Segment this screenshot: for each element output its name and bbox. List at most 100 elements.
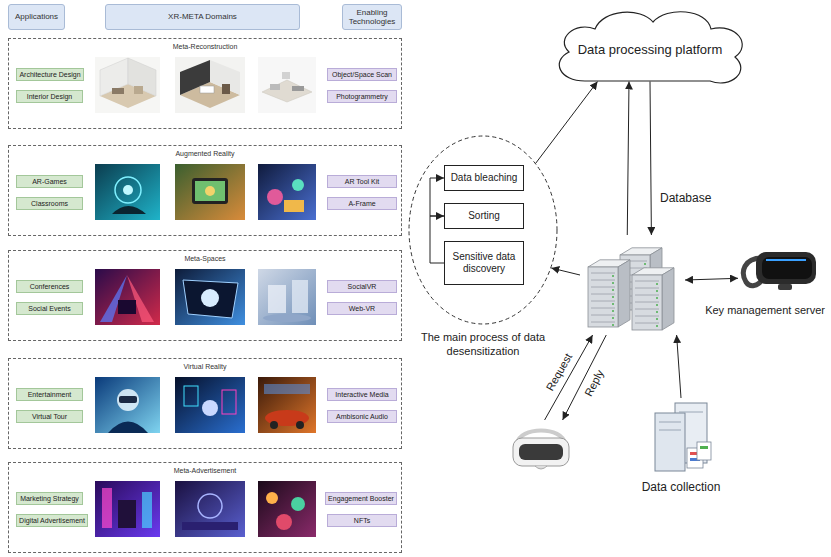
connector-arrow	[627, 82, 629, 236]
domain-panel: Meta-AdvertisementMarketing StrategyDigi…	[8, 462, 402, 553]
server-stack	[580, 235, 685, 335]
domain-panel: Meta-SpacesConferencesSocial Events Socia…	[8, 250, 402, 341]
vr-photo	[175, 377, 245, 433]
connector-arrow	[677, 335, 681, 398]
node-label: Meta-Reconstruction	[173, 43, 238, 50]
connector-arrow	[551, 268, 580, 275]
application-tag: Architecture Design	[16, 68, 84, 81]
vr-photo	[258, 377, 316, 433]
node-label: Entertainment	[28, 389, 72, 400]
ar-photo	[95, 164, 160, 220]
node-label: Applications	[15, 12, 58, 21]
node-label: Marketing Strategy	[20, 493, 79, 504]
application-tag: Marketing Strategy	[16, 492, 83, 505]
application-tag: Classrooms	[16, 197, 83, 210]
technology-tag: Web-VR	[327, 302, 397, 315]
application-tag: AR-Games	[16, 175, 83, 188]
technology-tag: A-Frame	[327, 197, 397, 210]
vr-headset-drawing	[738, 238, 823, 300]
application-tag: Interior Design	[16, 90, 83, 103]
domain-panel: Virtual RealityEntertainmentVirtual Tour…	[8, 358, 402, 449]
connector-arrow	[650, 82, 651, 236]
node-label: AR-Games	[32, 176, 67, 187]
node-label: Architecture Design	[19, 69, 80, 80]
column-header: Enabling Technologies	[342, 4, 402, 30]
vr-headset	[505, 420, 577, 482]
technology-tag: Photogrammetry	[327, 90, 397, 103]
data-collection-icon: Data collection	[645, 398, 717, 476]
node-label: AR Tool Kit	[345, 176, 380, 187]
technology-tag: Ambisonic Audio	[327, 410, 397, 423]
ar-photo	[258, 164, 316, 220]
node-label: Augmented Reality	[175, 150, 234, 157]
node-label: SocialVR	[348, 281, 377, 292]
node-label: Virtual Reality	[183, 363, 226, 370]
node-label: Classrooms	[31, 198, 68, 209]
connector-arrow	[430, 178, 444, 216]
node-label: A-Frame	[348, 198, 375, 209]
technology-tag: AR Tool Kit	[327, 175, 397, 188]
node-label: Social Events	[28, 303, 70, 314]
node-label: Sorting	[468, 210, 500, 222]
room-render	[95, 57, 160, 113]
data-collection-drawing	[645, 398, 717, 476]
ad-photo	[175, 481, 245, 537]
process-ellipse: The main process of data desensitization…	[408, 135, 558, 325]
edge-label: Reply	[581, 365, 606, 399]
technology-tag: SocialVR	[327, 280, 397, 293]
node-label: Meta-Advertisement	[174, 467, 237, 474]
room-render	[258, 57, 316, 113]
node-label: Photogrammetry	[336, 91, 388, 102]
technology-tag: NFTs	[327, 514, 397, 527]
node-label: Virtual Tour	[32, 411, 67, 422]
process-box: Data bleaching	[444, 165, 524, 191]
column-header: Applications	[8, 4, 65, 30]
node-label: Object/Space Scan	[332, 69, 392, 80]
node-label: The main process of data desensitization	[418, 331, 548, 359]
technology-tag: Object/Space Scan	[327, 68, 397, 81]
node-label: Meta-Spaces	[184, 255, 225, 262]
connector-arrow	[536, 82, 598, 164]
technology-tag: Interactive Media	[327, 388, 397, 401]
connector-arrow	[563, 335, 607, 420]
cloud-shape: Data processing platform	[545, 5, 755, 90]
vr-photo	[95, 377, 160, 433]
application-tag: Social Events	[16, 302, 83, 315]
node-label: Conferences	[30, 281, 70, 292]
node-label: Data processing platform	[578, 42, 723, 57]
connector-arrow	[430, 216, 444, 263]
node-label: Key management server	[705, 304, 825, 316]
edge-label: Request	[543, 350, 576, 395]
column-header: XR-META Domains	[105, 4, 300, 30]
application-tag: Digital Advertisement	[16, 514, 88, 527]
node-label: Enabling Technologies	[345, 8, 399, 26]
node-label: Ambisonic Audio	[336, 411, 388, 422]
ad-photo	[95, 481, 160, 537]
node-label: Web-VR	[349, 303, 375, 314]
node-label: Interior Design	[27, 91, 73, 102]
metaspace-photo	[258, 269, 316, 325]
node-label: NFTs	[354, 515, 370, 526]
node-label: Database	[660, 191, 711, 205]
process-box: Sorting	[444, 203, 524, 229]
node-label: XR-META Domains	[168, 12, 237, 21]
connector-arrow	[685, 278, 738, 280]
node-label: Data bleaching	[451, 172, 518, 184]
vr-headset: Key management server	[738, 238, 823, 300]
node-label: Digital Advertisement	[19, 515, 85, 526]
dashed-ellipse	[408, 135, 558, 325]
technology-tag: Engagement Booster	[325, 492, 397, 505]
ar-photo	[175, 164, 245, 220]
room-render	[175, 57, 245, 113]
metaspace-photo	[175, 269, 245, 325]
application-tag: Virtual Tour	[16, 410, 83, 423]
vr-headset-drawing	[505, 420, 577, 482]
application-tag: Entertainment	[16, 388, 83, 401]
node-label: Data collection	[642, 480, 721, 494]
server-icon: Database	[580, 235, 685, 335]
node-label: Sensitive data discovery	[449, 251, 519, 275]
ad-photo	[258, 481, 316, 537]
